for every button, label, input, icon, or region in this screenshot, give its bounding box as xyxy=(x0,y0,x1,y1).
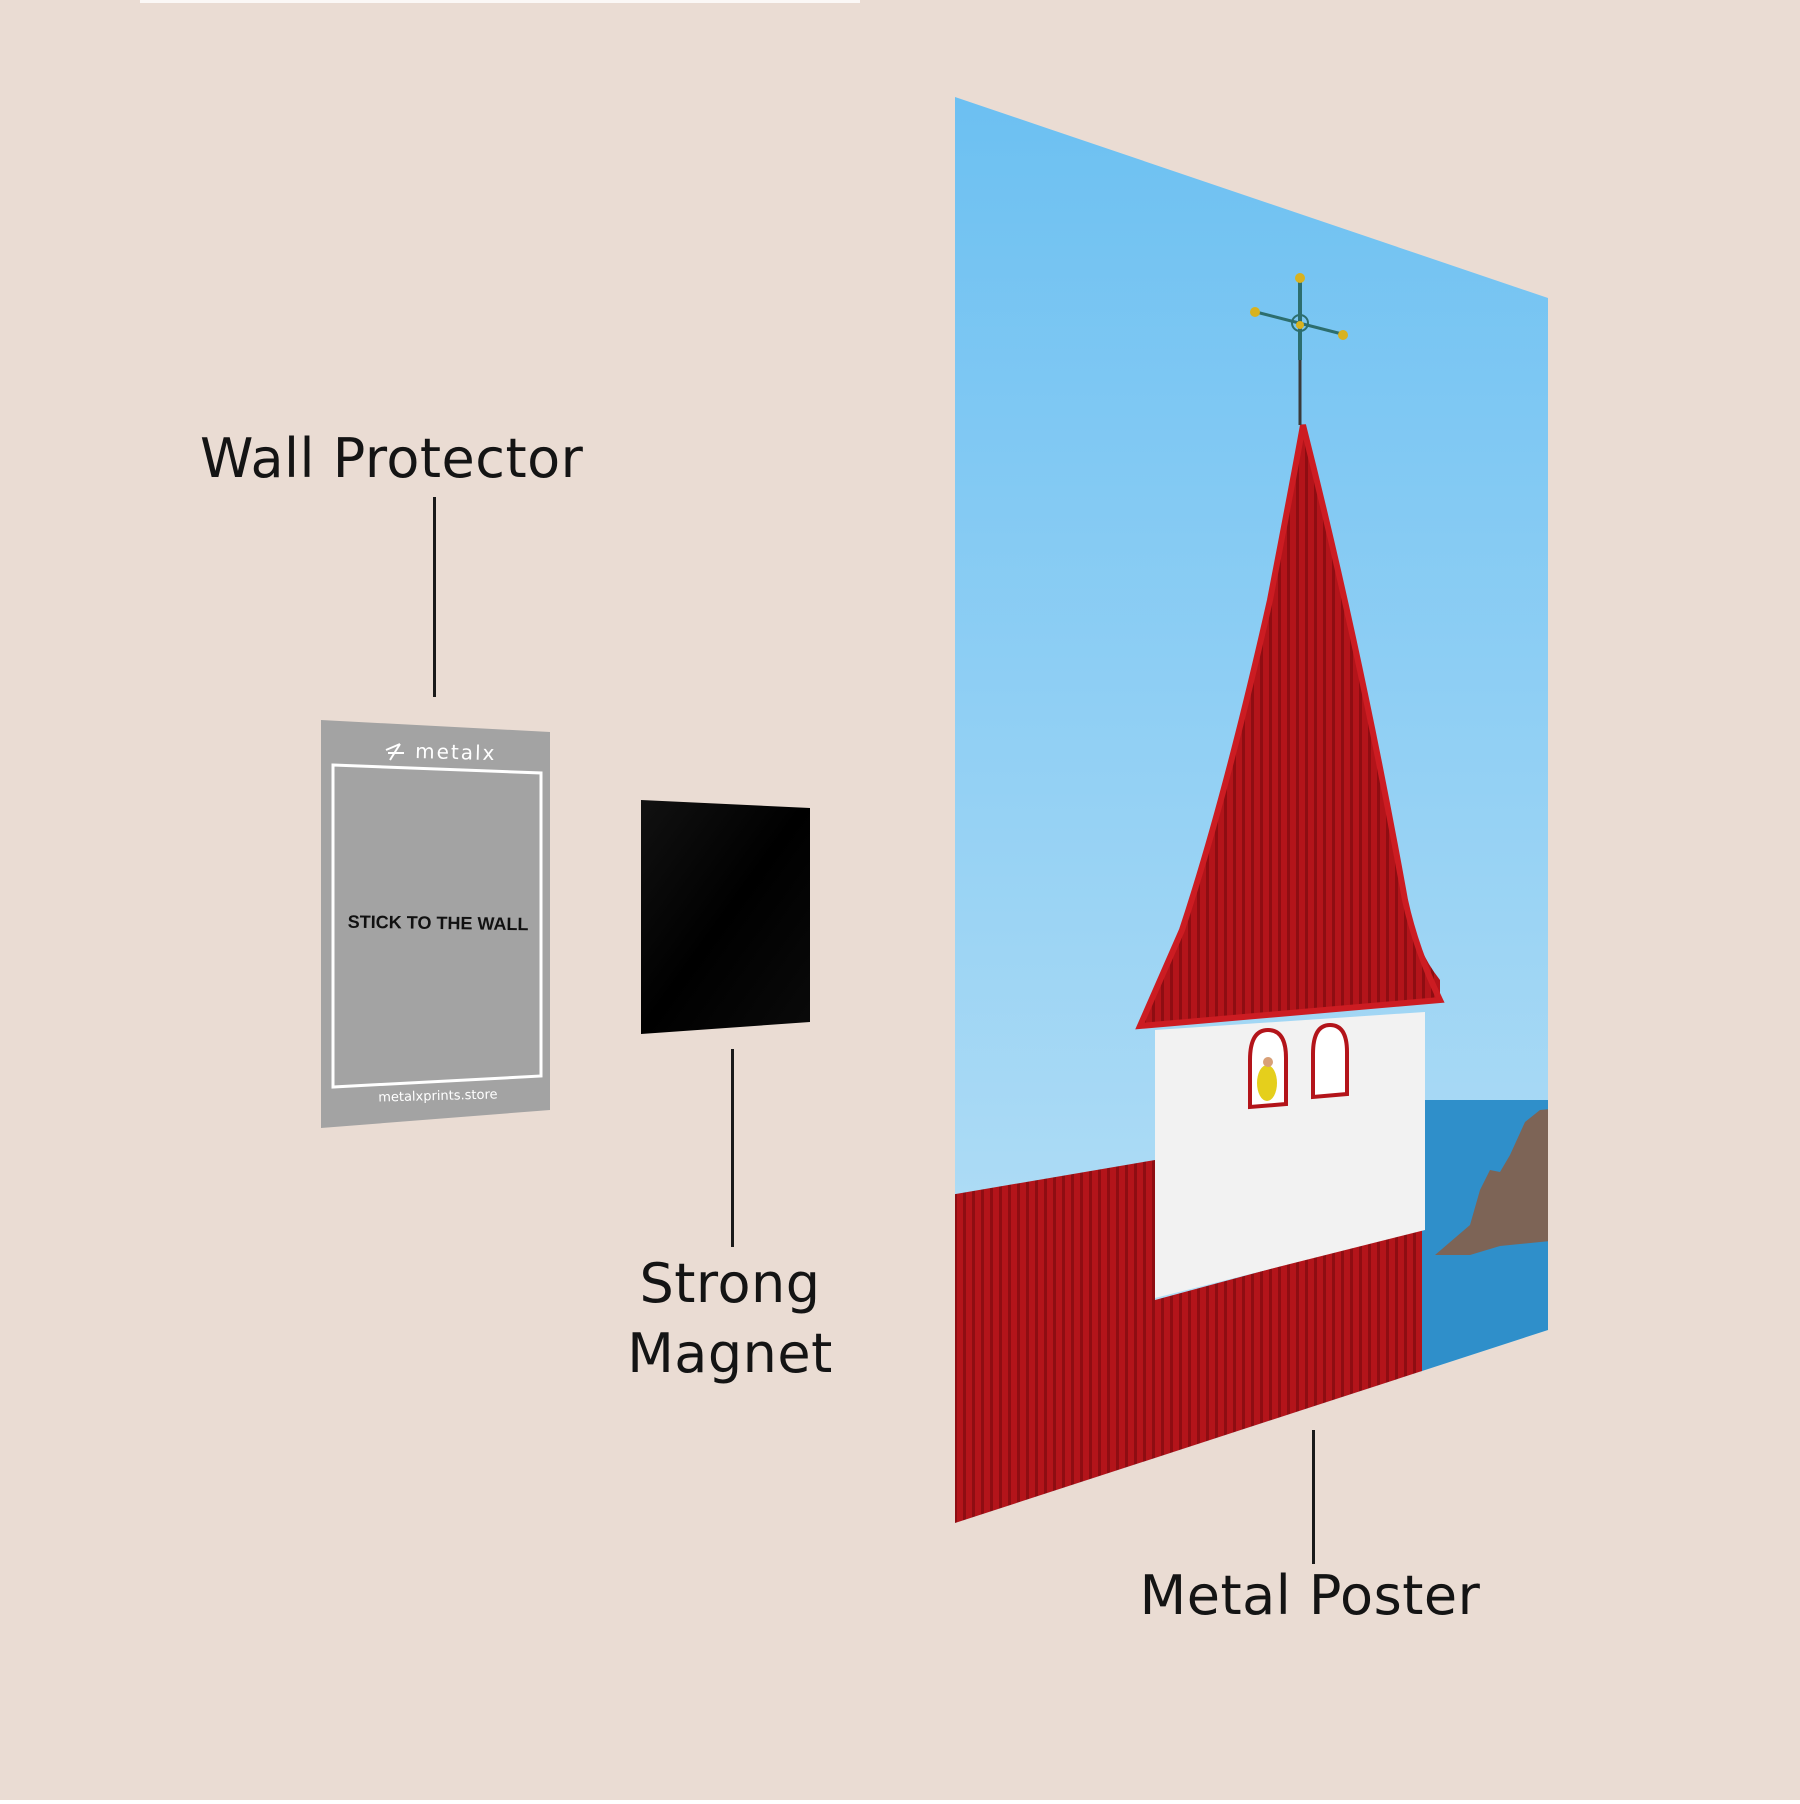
wall-protector-brand: metalx xyxy=(415,739,497,765)
wall-protector-sheet xyxy=(321,720,550,1128)
wall-protector-border xyxy=(331,763,543,1089)
leader-line-metal-poster xyxy=(1312,1430,1315,1564)
leader-line-wall-protector xyxy=(433,497,436,697)
wall-protector: metalx STICK TO THE WALL metalxprints.st… xyxy=(321,720,550,1128)
strong-magnet xyxy=(641,800,810,1034)
label-metal-poster: Metal Poster xyxy=(1139,1564,1481,1627)
tower-window-right xyxy=(1311,1022,1349,1100)
bell-tower xyxy=(1155,1012,1425,1298)
wall-protector-website: metalxprints.store xyxy=(378,1087,498,1105)
wall-protector-instruction: STICK TO THE WALL xyxy=(348,912,529,935)
top-edge-strip xyxy=(140,0,860,3)
leader-line-strong-magnet xyxy=(731,1049,734,1247)
sea-rock xyxy=(1435,1108,1548,1255)
metalx-logo-icon xyxy=(385,743,404,761)
cross-icon xyxy=(1250,273,1348,425)
spire-roof xyxy=(1140,425,1440,1026)
figure-in-window xyxy=(1257,1065,1277,1101)
label-wall-protector: Wall Protector xyxy=(200,427,584,490)
figure-head xyxy=(1263,1057,1273,1067)
label-strong-magnet-line1: Strong xyxy=(639,1252,821,1315)
label-strong-magnet-line2: Magnet xyxy=(627,1322,833,1385)
spire-roof-edge xyxy=(1135,424,1445,1030)
